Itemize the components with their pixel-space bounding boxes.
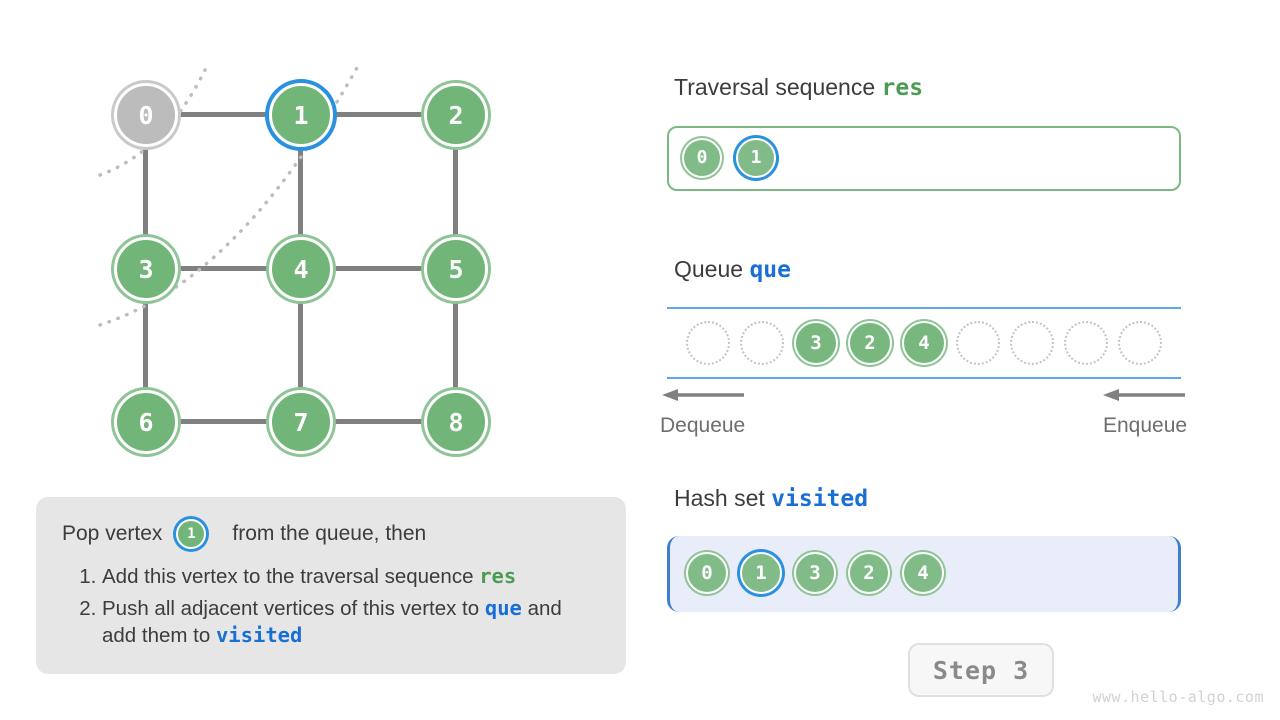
caption-step-1-text: Add this vertex to the traversal sequenc… [102,565,480,588]
graph-node-3[interactable]: 3 [114,237,178,301]
queue-slot-1[interactable] [740,321,784,365]
visited-item-4[interactable]: 4 [902,552,944,594]
queue-slot-3[interactable]: 2 [848,321,892,365]
queue-slot-4[interactable]: 4 [902,321,946,365]
caption-primary-line: Pop vertex 1 from the queue, then [62,519,600,549]
graph-node-7-label: 7 [293,407,309,437]
res-item-1-label: 1 [750,147,762,168]
enqueue-label: Enqueue [1103,414,1188,437]
caption-text-after: from the queue, then [232,522,427,545]
caption-box: Pop vertex 1 from the queue, then Add th… [36,497,626,675]
queue-slot-8[interactable] [1118,321,1162,365]
visited-section-title: Hash set visited [674,485,868,512]
graph-edge-4-7 [298,266,303,420]
res-title-code: res [881,75,924,101]
visited-item-1[interactable]: 1 [740,552,782,594]
visited-item-0-label: 0 [701,561,713,584]
graph-node-6[interactable]: 6 [114,390,178,454]
caption-popped-vertex: 1 [176,519,207,549]
caption-step-2-code-que: que [484,596,522,621]
visited-item-2-label: 3 [809,561,821,584]
queue-section-title: Queue que [674,256,791,283]
graph-node-2[interactable]: 2 [424,83,488,147]
graph-node-1-label: 1 [293,100,309,130]
graph-node-5[interactable]: 5 [424,237,488,301]
watermark: www.hello-algo.com [1092,688,1264,706]
caption-popped-vertex-label: 1 [187,526,196,542]
queue-slot-3-label: 2 [864,331,876,354]
visited-title-code: visited [771,486,869,512]
graph-node-7[interactable]: 7 [269,390,333,454]
graph-edge-7-8 [301,419,456,424]
visited-title-text: Hash set [674,485,765,511]
caption-step-1: Add this vertex to the traversal sequenc… [102,563,600,590]
queue-slot-7[interactable] [1064,321,1108,365]
visited-item-3[interactable]: 2 [848,552,890,594]
graph-edge-4-5 [301,266,456,271]
caption-step-2: Push all adjacent vertices of this verte… [102,595,600,649]
graph-edge-1-2 [301,112,456,117]
visited-item-3-label: 2 [863,561,875,584]
queue-slot-4-label: 4 [918,331,930,354]
graph-edge-6-7 [146,419,301,424]
caption-step-list: Add this vertex to the traversal sequenc… [62,563,600,649]
queue-title-code: que [749,257,791,283]
visited-item-4-label: 4 [917,561,929,584]
graph-node-3-label: 3 [138,254,154,284]
graph-node-8-label: 8 [448,407,464,437]
queue-slot-6[interactable] [1010,321,1054,365]
graph-node-8[interactable]: 8 [424,390,488,454]
res-item-0[interactable]: 0 [682,138,722,178]
queue-slot-2-label: 3 [810,331,822,354]
graph-node-0[interactable]: 0 [114,83,178,147]
visited-item-2[interactable]: 3 [794,552,836,594]
visited-item-0[interactable]: 0 [686,552,728,594]
res-section-title: Traversal sequence res [674,74,923,101]
graph-edge-2-5 [453,112,458,267]
queue-container: 3 2 4 [667,307,1181,379]
queue-slot-5[interactable] [956,321,1000,365]
caption-text-before: Pop vertex [62,522,163,545]
queue-title-text: Queue [674,256,744,282]
dequeue-arrow-icon [662,388,744,402]
graph-panel: 0 1 2 3 4 5 6 7 8 [0,0,640,490]
caption-step-2-text-after: and add them to [102,597,562,648]
graph-node-4[interactable]: 4 [269,237,333,301]
visited-item-1-label: 1 [755,561,767,584]
enqueue-arrow-icon [1103,388,1185,402]
queue-bottom-rule [667,377,1181,379]
queue-slot-2[interactable]: 3 [794,321,838,365]
res-item-1[interactable]: 1 [736,138,776,178]
visited-container: 0 1 3 2 4 [667,536,1181,612]
graph-node-6-label: 6 [138,407,154,437]
graph-node-5-label: 5 [448,254,464,284]
graph-node-4-label: 4 [293,254,309,284]
res-item-0-label: 0 [696,147,708,168]
graph-node-1[interactable]: 1 [269,83,333,147]
right-column: Traversal sequence res 0 1 Queue que 3 2… [660,0,1266,720]
res-container: 0 1 [667,126,1181,191]
queue-top-rule [667,307,1181,309]
queue-slot-0[interactable] [686,321,730,365]
graph-node-2-label: 2 [448,100,464,130]
graph-edge-5-8 [453,266,458,420]
step-button[interactable]: Step 3 [908,643,1054,697]
graph-edge-3-6 [143,266,148,420]
caption-step-1-code-res: res [479,564,517,588]
res-title-text: Traversal sequence [674,74,876,100]
caption-step-2-text: Push all adjacent vertices of this verte… [102,597,485,621]
caption-step-2-code-visited: visited [215,623,303,648]
graph-node-0-label: 0 [138,100,154,130]
dequeue-label: Dequeue [660,414,746,437]
